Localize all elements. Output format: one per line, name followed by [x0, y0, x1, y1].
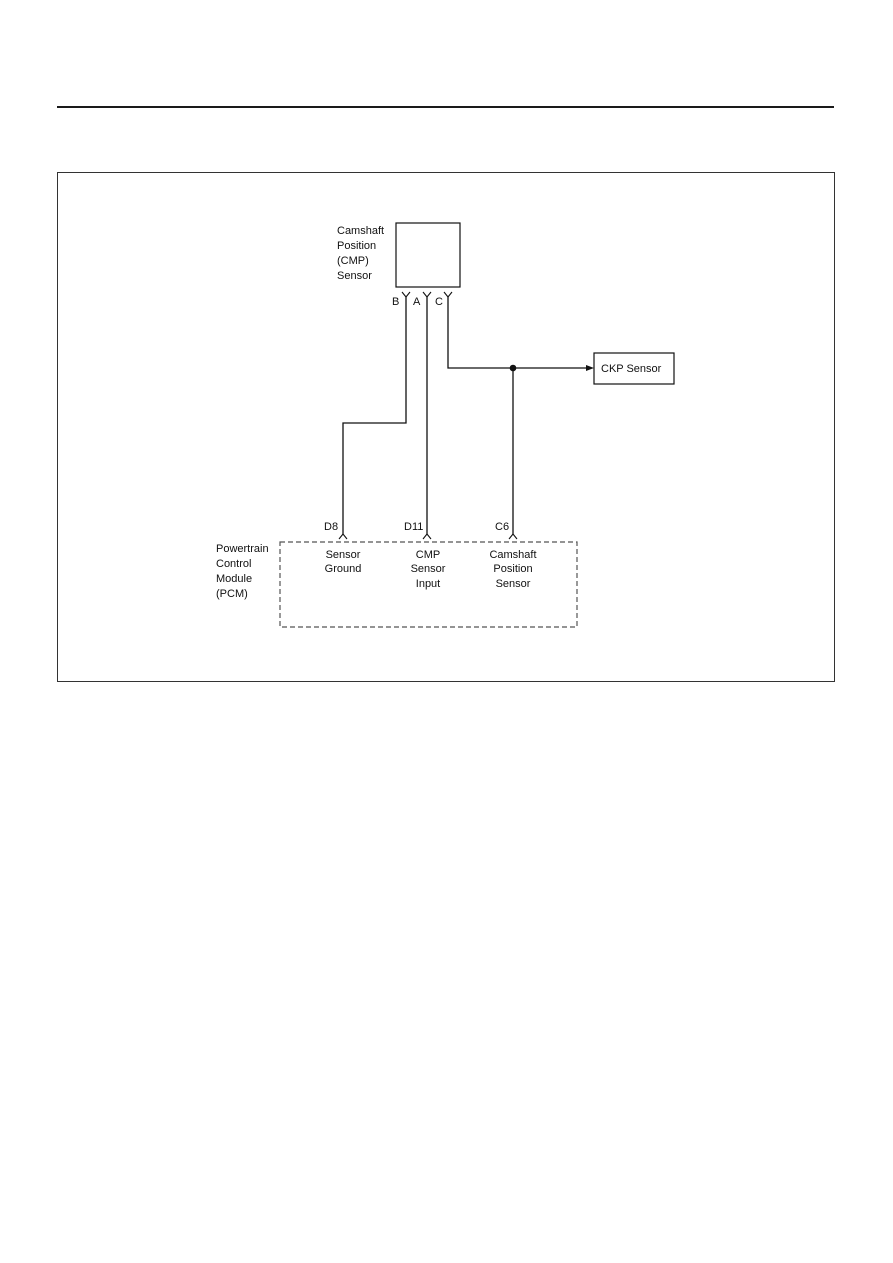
pcm-label-line-2: Control: [216, 558, 251, 570]
cmp-pin-b-label: B: [392, 296, 399, 308]
cmp-sensor-box: [395, 222, 461, 288]
pcm-circuit-3-line-3: Sensor: [496, 578, 531, 590]
pcm-circuit-1-line-2: Ground: [325, 563, 362, 575]
pcm-label-line-1: Powertrain: [216, 543, 269, 555]
cmp-pin-c-label: C: [435, 296, 443, 308]
cmp-pin-c-connector: [443, 291, 453, 298]
ckp-sensor-box: [593, 352, 675, 385]
pcm-circuit-3-line-2: Position: [493, 563, 532, 575]
pcm-circuit-1-line-1: Sensor: [326, 549, 361, 561]
pcm-circuit-2-line-3: Input: [416, 578, 440, 590]
wire-c-to-ckp: [447, 297, 586, 369]
splice-dot: [509, 364, 517, 372]
cmp-pin-a-label: A: [413, 296, 421, 308]
ckp-arrow-icon: [586, 365, 594, 371]
pcm-label-line-4: (PCM): [216, 588, 248, 600]
diagram-frame: [57, 172, 835, 682]
pcm-label-line-3: Module: [216, 573, 252, 585]
cmp-sensor-label-line-2: Position: [337, 240, 376, 252]
pcm-pin-c6-connector: [508, 533, 518, 540]
pcm-circuit-2-line-2: Sensor: [411, 563, 446, 575]
cmp-pin-a-connector: [422, 291, 432, 298]
pcm-box: [279, 541, 578, 628]
cmp-sensor-label-line-4: Sensor: [337, 270, 372, 282]
pcm-circuit-2-line-1: CMP: [416, 549, 440, 561]
pcm-pin-d11-connector: [422, 533, 432, 540]
pcm-pin-d8-label: D8: [324, 521, 338, 533]
pcm-circuit-3-line-1: Camshaft: [489, 549, 536, 561]
pcm-pin-d8-connector: [338, 533, 348, 540]
pcm-pin-c6-label: C6: [495, 521, 509, 533]
ckp-sensor-label: CKP Sensor: [601, 363, 662, 375]
header-rule: [57, 106, 834, 108]
cmp-sensor-label-line-1: Camshaft: [337, 225, 384, 237]
wire-b-to-d8: [342, 297, 407, 534]
cmp-sensor-label-line-3: (CMP): [337, 255, 369, 267]
pcm-pin-d11-label: D11: [404, 521, 423, 533]
cmp-pin-b-connector: [401, 291, 411, 298]
